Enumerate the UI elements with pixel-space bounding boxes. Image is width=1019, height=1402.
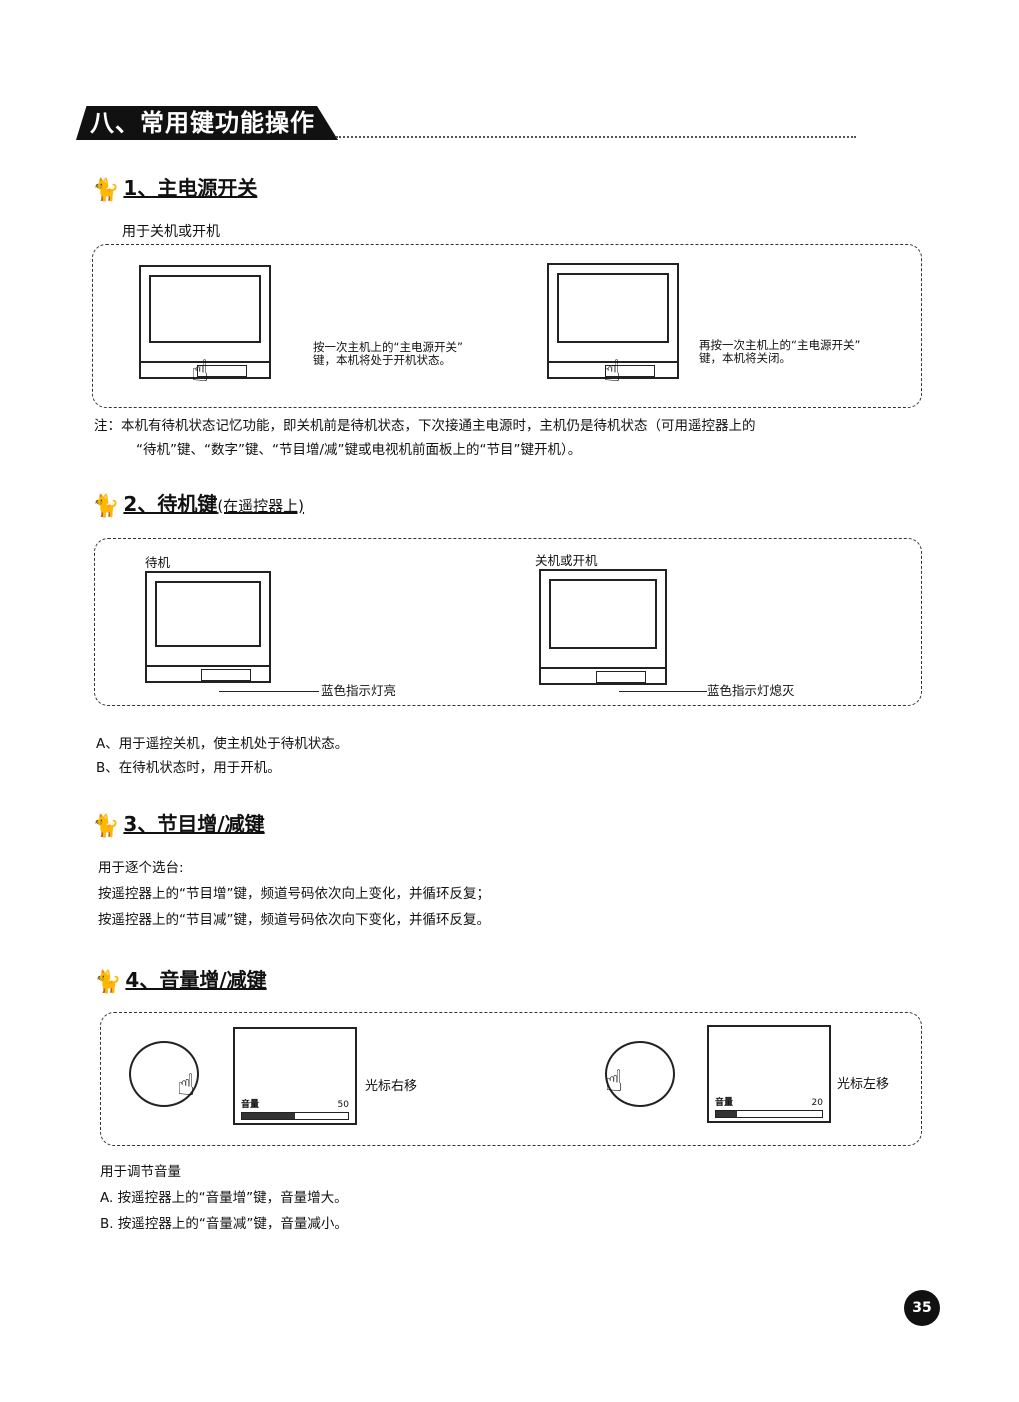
finger-press-icon: ☝ — [177, 1068, 196, 1103]
section-1-panel: ☝ 按一次主机上的“主电源开关” 键，本机将处于开机状态。 ☝ 再按一次主机上的… — [92, 244, 922, 408]
section-3-heading: 🐈3、节目增/减键 — [92, 808, 265, 839]
s1-right-caption-2: 键，本机将关闭。 — [699, 351, 791, 365]
s1-left-caption-2: 键，本机将处于开机状态。 — [313, 353, 451, 367]
section-1-note-1: 注：本机有待机状态记忆功能，即关机前是待机状态，下次接通主电源时，主机仍是待机状… — [94, 418, 756, 434]
osd-volume-value: 20 — [811, 1098, 823, 1108]
section-4-line-a: A. 按遥控器上的“音量增”键，音量增大。 — [100, 1190, 348, 1206]
s4-right-caption: 光标左移 — [837, 1077, 890, 1092]
section-4-line-b: B. 按遥控器上的“音量减”键，音量减小。 — [100, 1216, 348, 1232]
section-1-desc: 用于关机或开机 — [122, 224, 220, 240]
section-1-heading: 🐈1、主电源开关 — [92, 172, 257, 203]
volume-osd-right: 音量 20 — [707, 1025, 831, 1123]
volume-fill — [242, 1113, 295, 1119]
volume-fill — [716, 1111, 738, 1117]
tv-illustration-left — [139, 265, 271, 379]
section-3-line-1: 用于逐个选台: — [98, 860, 184, 876]
remote-dpad-right — [605, 1041, 675, 1107]
tv-power-illustration — [539, 569, 667, 685]
s2-right-callout: 蓝色指示灯熄灭 — [707, 683, 795, 698]
cat-icon: 🐈 — [92, 814, 120, 839]
volume-osd-left: 音量 50 — [233, 1027, 357, 1125]
section-2-line-b: B、在待机状态时，用于开机。 — [96, 760, 281, 776]
tv-illustration-right — [547, 263, 679, 379]
volume-bar — [241, 1112, 349, 1120]
section-3-line-3: 按遥控器上的“节目减”键，频道号码依次向下变化，并循环反复。 — [98, 912, 490, 928]
remote-dpad-left — [129, 1041, 199, 1107]
finger-press-icon: ☝ — [603, 354, 622, 389]
cat-icon: 🐈 — [94, 970, 122, 995]
chapter-title: 八、常用键功能操作 — [90, 109, 315, 137]
s1-left-caption-1: 按一次主机上的“主电源开关” — [313, 340, 463, 354]
section-2-line-a: A、用于遥控关机，使主机处于待机状态。 — [96, 736, 349, 752]
s2-left-label: 待机 — [145, 555, 171, 570]
section-4-desc: 用于调节音量 — [100, 1164, 181, 1180]
s2-left-callout: 蓝色指示灯亮 — [321, 683, 397, 698]
section-2-subtitle: (在遥控器上) — [217, 497, 305, 515]
tv-standby-illustration — [145, 571, 271, 683]
section-3-line-2: 按遥控器上的“节目增”键，频道号码依次向上变化，并循环反复； — [98, 886, 490, 902]
s1-right-caption-1: 再按一次主机上的“主电源开关” — [699, 338, 861, 352]
section-2-title: 2、待机键 — [123, 492, 218, 516]
finger-press-icon: ☝ — [605, 1064, 624, 1099]
section-1-note-2: “待机”键、“数字”键、“节目增/减”键或电视机前面板上的“节目”键开机）。 — [136, 442, 582, 458]
volume-bar — [715, 1110, 823, 1118]
callout-line — [619, 691, 707, 692]
section-4-title: 4、音量增/减键 — [125, 968, 267, 992]
s4-left-caption: 光标右移 — [365, 1079, 418, 1094]
osd-volume-label: 音量 — [241, 1100, 260, 1110]
cat-icon: 🐈 — [92, 178, 120, 203]
section-1-title: 1、主电源开关 — [123, 176, 258, 200]
section-4-panel: ☝ 音量 50 光标右移 ☝ 音量 20 光标左移 — [100, 1012, 922, 1146]
section-3-title: 3、节目增/减键 — [123, 812, 265, 836]
chapter-header-bar — [76, 106, 338, 140]
finger-press-icon: ☝ — [191, 354, 210, 389]
section-2-heading: 🐈2、待机键(在遥控器上) — [92, 488, 304, 519]
chapter-rule — [336, 136, 856, 138]
callout-line — [219, 691, 319, 692]
s2-right-label: 关机或开机 — [535, 553, 598, 568]
cat-icon: 🐈 — [92, 494, 120, 519]
section-2-panel: 待机 蓝色指示灯亮 关机或开机 蓝色指示灯熄灭 — [94, 538, 922, 706]
osd-volume-label: 音量 — [715, 1098, 734, 1108]
page-number: 35 — [912, 1300, 932, 1316]
osd-volume-value: 50 — [337, 1100, 349, 1110]
page-number-badge: 35 — [904, 1290, 940, 1326]
section-4-heading: 🐈4、音量增/减键 — [94, 964, 267, 995]
